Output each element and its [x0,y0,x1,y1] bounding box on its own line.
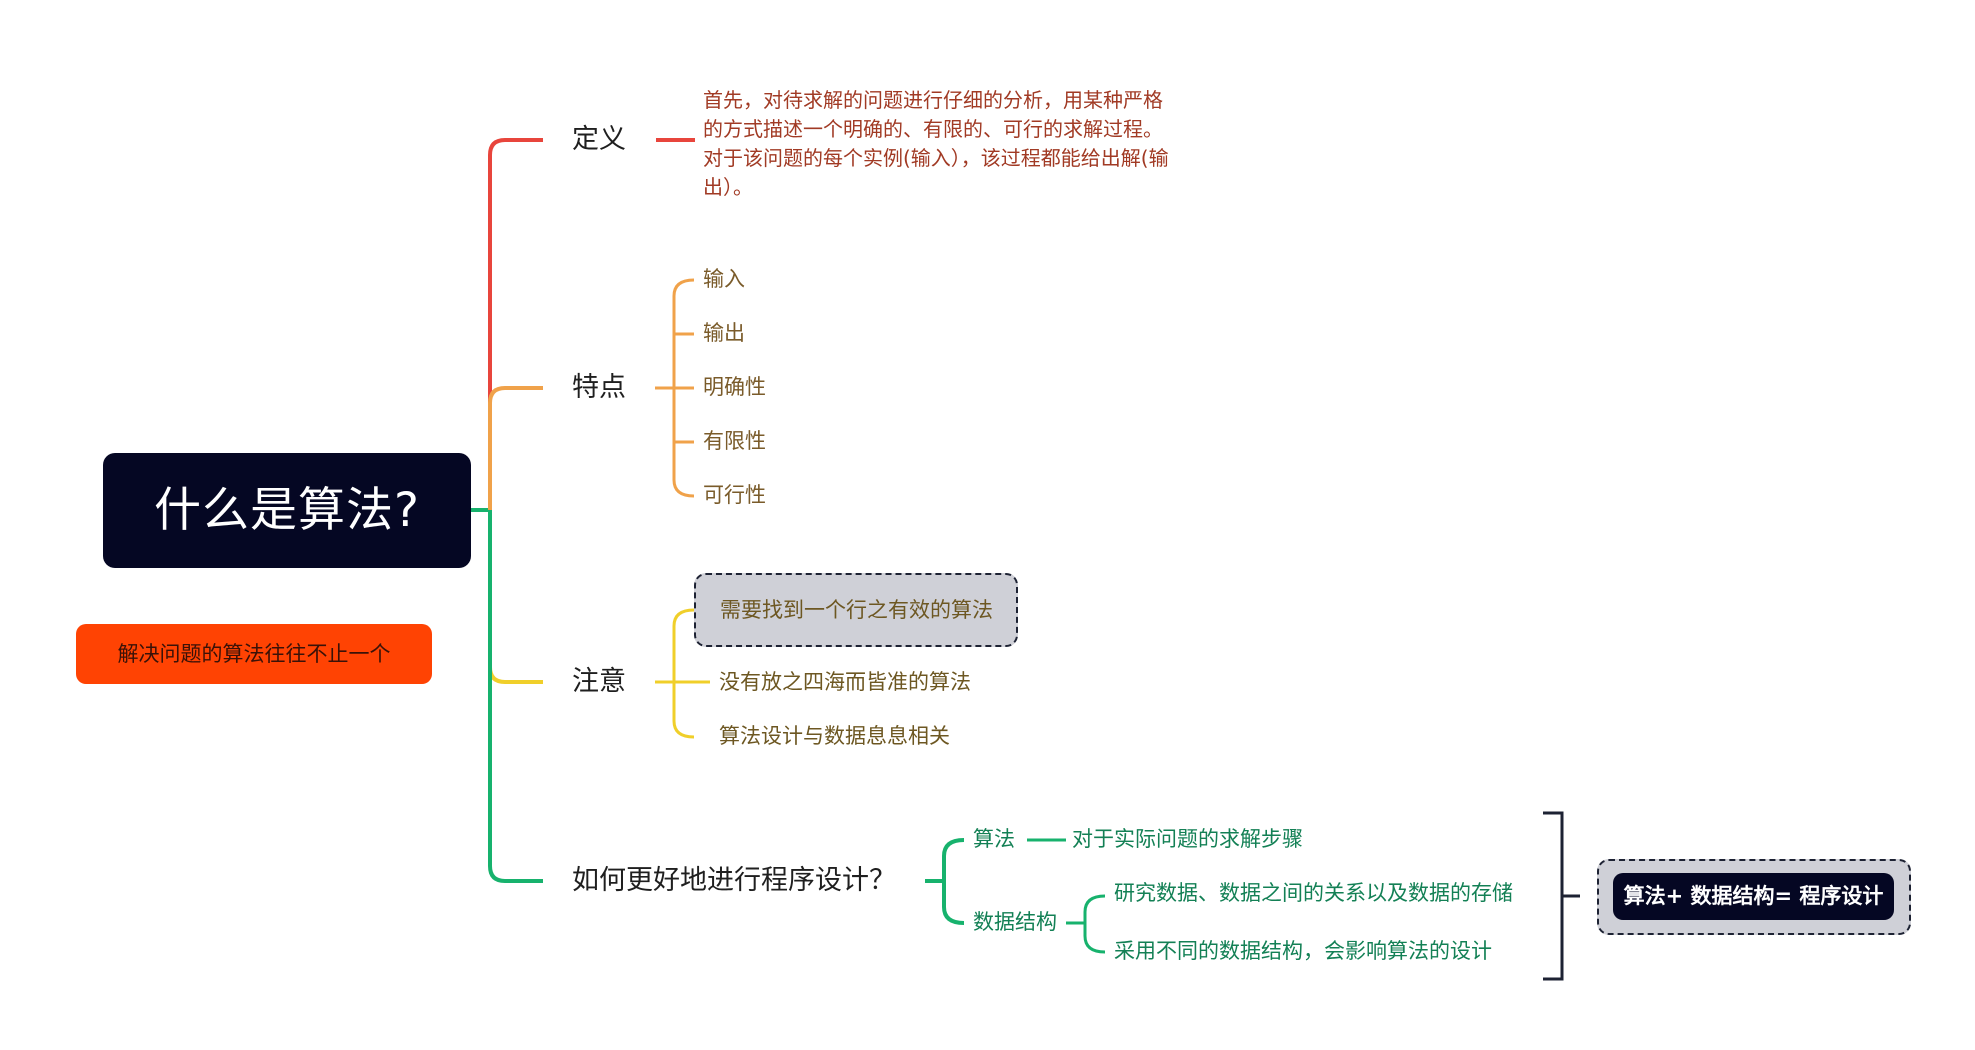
features-leaf-feasibility[interactable]: 可行性 [703,483,766,507]
notes-branch-line [488,510,543,684]
design-branch[interactable]: 如何更好地进行程序设计？ [572,865,896,896]
data-structure-bracket [1083,894,1106,954]
design-branch-line [488,510,543,883]
definition-text[interactable]: 首先，对待求解的问题进行仔细的分析，用某种严格的方式描述一个明确的、有限的、可行… [703,88,1169,199]
definition-branch[interactable]: 定义 [572,124,626,155]
notes-leaf-no-universal-algorithm[interactable]: 没有放之四海而皆准的算法 [719,670,971,694]
floating-note[interactable]: 解决问题的算法往往不止一个 [76,624,432,684]
features-leaf-output[interactable]: 输出 [703,321,745,345]
design-leaf-data-structure[interactable]: 数据结构 [973,910,1057,934]
design-leaf-algorithm[interactable]: 算法 [973,827,1015,851]
features-leaf-definiteness[interactable]: 明确性 [703,375,766,399]
summary-bracket [1543,811,1564,981]
summary-node[interactable]: 算法+ 数据结构= 程序设计 [1613,873,1894,920]
root-node[interactable]: 什么是算法? [103,453,471,568]
data-structure-item-impact[interactable]: 采用不同的数据结构，会影响算法的设计 [1114,939,1492,963]
algorithm-description[interactable]: 对于实际问题的求解步骤 [1072,827,1303,851]
data-structure-item-research[interactable]: 研究数据、数据之间的关系以及数据的存储 [1114,881,1513,905]
features-leaf-input[interactable]: 输入 [703,267,745,291]
notes-branch[interactable]: 注意 [572,666,626,697]
design-bracket [942,838,965,925]
definition-branch-line [488,138,543,510]
notes-leaf-data-dependence[interactable]: 算法设计与数据息息相关 [719,724,950,748]
features-leaf-finiteness[interactable]: 有限性 [703,429,766,453]
features-branch[interactable]: 特点 [572,372,626,403]
notes-leaf-effective-algorithm[interactable]: 需要找到一个行之有效的算法 [694,573,1018,647]
features-branch-line [488,386,543,510]
notes-bracket [672,608,695,739]
